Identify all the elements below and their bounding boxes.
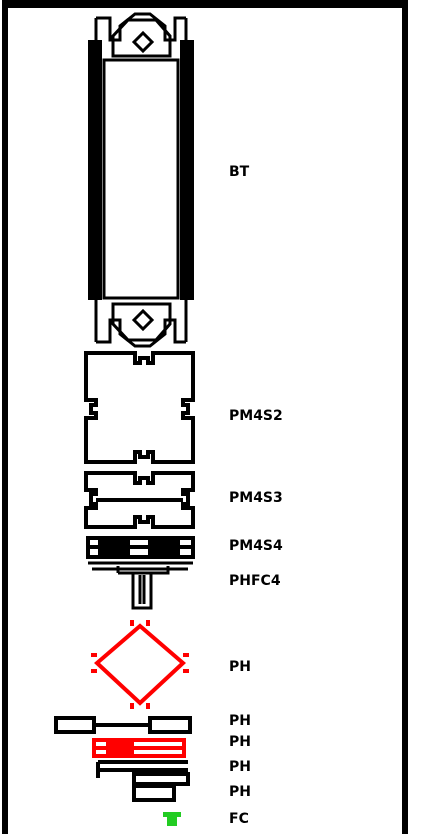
label-ph-diamond: PH (229, 659, 251, 675)
profile-ph-bar (54, 716, 192, 734)
profile-ph-block (132, 784, 176, 802)
label-bt: BT (229, 164, 250, 180)
profile-ph-diamond (91, 620, 189, 709)
profile-pm4s3 (84, 471, 195, 529)
profile-pm4s2 (84, 351, 195, 464)
profile-pm4s4 (86, 536, 195, 559)
label-pm4s4: PM4S4 (229, 538, 283, 554)
profile-fc (163, 812, 181, 826)
label-fc: FC (229, 811, 249, 827)
label-ph-block: PH (229, 784, 251, 800)
label-phfc4: PHFC4 (229, 573, 281, 589)
panel-border (2, 0, 408, 834)
label-pm4s2: PM4S2 (229, 408, 283, 424)
label-ph-red: PH (229, 734, 251, 750)
label-ph-rails: PH (229, 759, 251, 775)
profile-phfc4 (88, 561, 193, 610)
profile-bt (88, 12, 194, 348)
label-pm4s3: PM4S3 (229, 490, 283, 506)
profile-ph-rails (96, 760, 190, 786)
profile-ph-red (92, 738, 186, 758)
label-ph-bar: PH (229, 713, 251, 729)
